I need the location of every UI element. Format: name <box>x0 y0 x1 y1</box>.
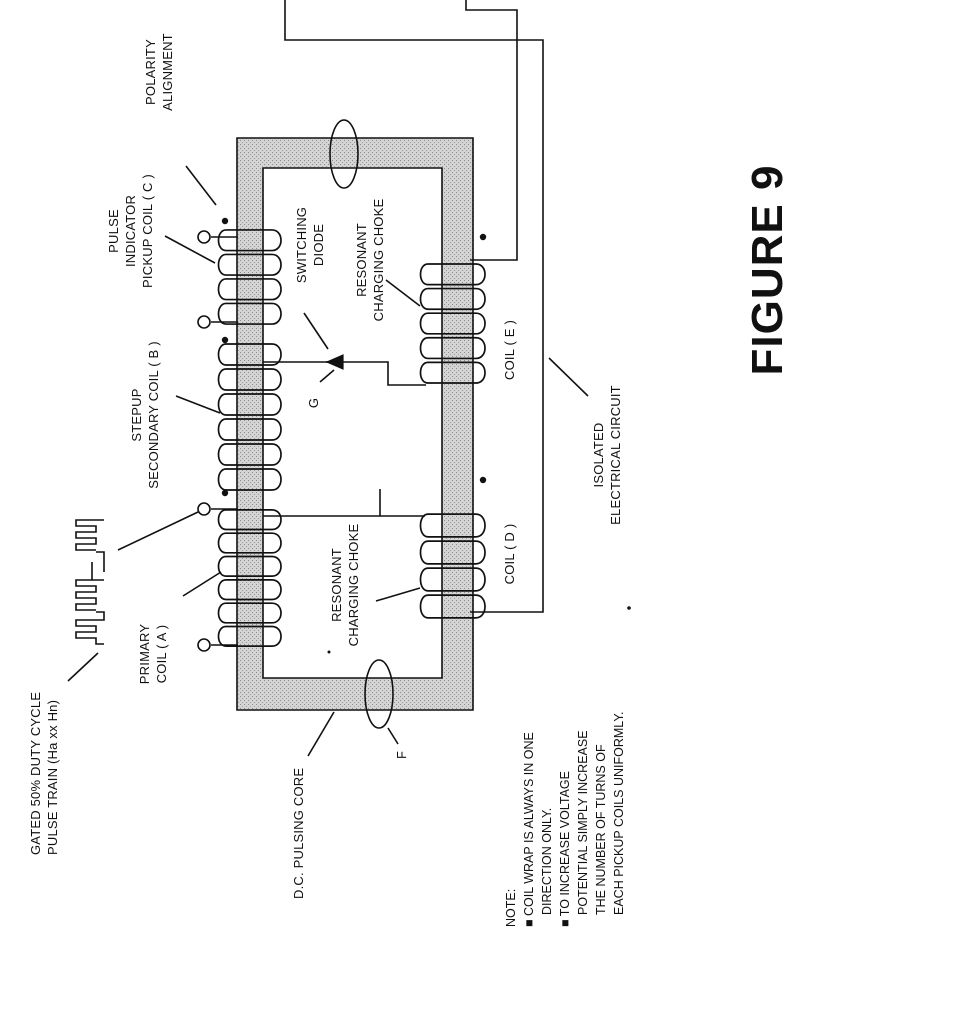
coil-turn <box>419 287 486 311</box>
coil-e-label: COIL ( E ) <box>502 320 517 380</box>
coil-turn <box>217 393 282 416</box>
note-block: NOTE: ■ COIL WRAP IS ALWAYS IN ONE DIREC… <box>504 711 626 927</box>
coil-terminals <box>197 230 238 652</box>
coil-turn <box>217 555 282 577</box>
primary-coil-a <box>217 509 282 647</box>
coil-turn <box>217 368 282 391</box>
note-bullet-1-line-1: ■ COIL WRAP IS ALWAYS IN ONE <box>522 732 536 927</box>
coil-turn <box>419 263 486 286</box>
coil-turn <box>217 443 282 466</box>
polarity-dot <box>479 233 487 241</box>
pickup-terminal-top[interactable] <box>197 230 238 244</box>
polarity-alignment-rings <box>329 119 394 729</box>
switching-diode-symbol <box>319 354 344 383</box>
choke-coil-d <box>419 513 486 619</box>
isolated-circuit-wires <box>284 0 544 613</box>
f-label: F <box>394 751 409 759</box>
secondary-to-choke-wires <box>263 361 426 517</box>
coil-d-label: COIL ( D ) <box>502 524 517 585</box>
coil-turn <box>217 302 282 325</box>
coil-turn <box>217 229 282 252</box>
choke-coil-e <box>419 263 486 384</box>
primary-terminal-top[interactable] <box>197 502 238 516</box>
coil-turn <box>217 625 282 647</box>
coil-turn <box>419 540 486 565</box>
coil-turn <box>419 361 486 384</box>
coil-turn <box>217 253 282 276</box>
gate-label: G <box>306 398 321 408</box>
dc-pulsing-core <box>236 137 474 711</box>
polarity-dot <box>221 336 229 344</box>
polarity-dot <box>221 217 229 225</box>
coil-windings <box>217 229 486 647</box>
coil-turn <box>217 343 282 366</box>
polarity-dot <box>627 606 631 610</box>
coil-turn <box>217 468 282 491</box>
coil-turn <box>217 579 282 601</box>
coil-turn <box>419 567 486 592</box>
coil-turn <box>419 312 486 335</box>
stray-dot <box>327 650 331 654</box>
pickup-coil-c <box>217 229 282 325</box>
polarity-dots <box>221 217 631 654</box>
coil-turn <box>419 513 486 538</box>
stepup-secondary-coil-b <box>217 343 282 491</box>
leader-lines <box>67 165 589 757</box>
coil-turn <box>419 336 486 360</box>
note-bullet-2-line-1: ■ TO INCREASE VOLTAGE <box>558 771 572 927</box>
figure-title: FIGURE 9 <box>743 165 792 376</box>
pulse-train-waveform <box>75 519 105 645</box>
core-label: D.C. PULSING CORE <box>291 768 306 899</box>
coil-turn <box>217 418 282 441</box>
coil-turn <box>419 594 486 619</box>
coil-turn <box>217 602 282 624</box>
polarity-dot <box>221 489 229 497</box>
coil-turn <box>217 509 282 531</box>
coil-turn <box>217 278 282 301</box>
primary-terminal-bottom[interactable] <box>197 638 238 652</box>
polarity-dot <box>479 476 487 484</box>
pickup-terminal-bottom[interactable] <box>197 315 238 329</box>
coil-turn <box>217 532 282 554</box>
